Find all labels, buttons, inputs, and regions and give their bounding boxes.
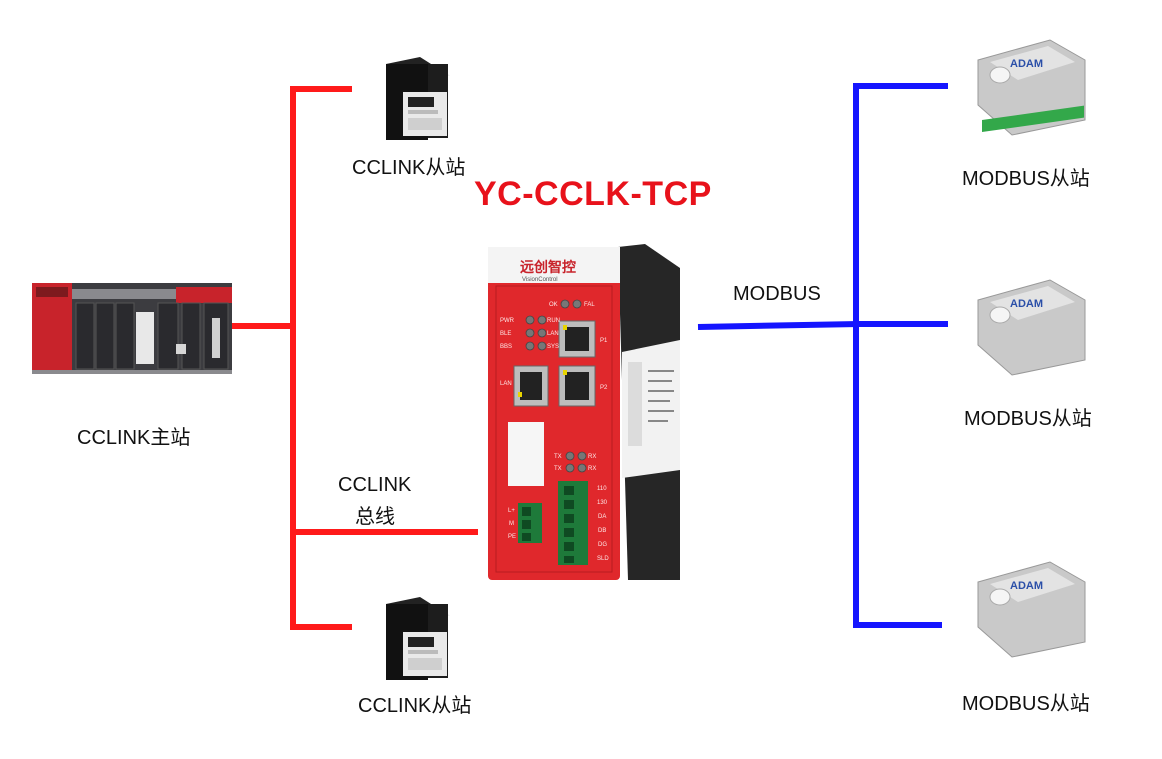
txrx-label-rx2: RX <box>588 466 596 472</box>
terminal-label-sld: SLD <box>597 556 609 562</box>
modbus-bus-label: MODBUS <box>733 283 821 306</box>
master-label: CCLINK主站 <box>77 421 190 450</box>
plc-master-image <box>32 283 232 374</box>
diagram-title: YC-CCLK-TCP <box>474 175 712 214</box>
terminal-label-130: 130 <box>597 500 608 506</box>
adam-logo-2: ADAM <box>1010 298 1043 310</box>
terminal-label-dg: DG <box>598 542 607 548</box>
txrx-label-tx1: TX <box>554 454 562 460</box>
txrx-label-tx2: TX <box>554 466 562 472</box>
power-label-lplus: L+ <box>508 508 515 514</box>
modbus-slave-label-2: MODBUS从站 <box>964 402 1092 431</box>
modbus-slave-label-1: MODBUS从站 <box>962 162 1090 191</box>
led-label-bbs: BBS <box>500 344 512 350</box>
adam-module-1: ADAM <box>978 40 1085 135</box>
port-label-p1: P1 <box>600 338 608 344</box>
power-label-m: M <box>509 521 514 527</box>
port-label-p2: P2 <box>600 385 608 391</box>
led-label-run: RUN <box>547 318 560 324</box>
cclink-bus-label-line2: 总线 <box>355 500 395 529</box>
led-label-pwr: PWR <box>500 318 515 324</box>
cclink-slave-bottom-label: CCLINK从站 <box>358 689 471 718</box>
modbus-slave-label-3: MODBUS从站 <box>962 687 1090 716</box>
gateway-device <box>488 244 680 580</box>
led-label-fal: FAL <box>584 302 595 308</box>
led-label-sys: SYS <box>547 344 559 350</box>
adam-module-2: ADAM <box>978 280 1085 375</box>
txrx-label-rx1: RX <box>588 454 596 460</box>
power-label-pe: PE <box>508 534 516 540</box>
led-label-ble: BLE <box>500 331 511 337</box>
cclink-slave-top-image <box>386 57 450 140</box>
cclink-slave-bottom-image <box>386 597 450 680</box>
gateway-brand: 远创智控 <box>520 259 576 275</box>
terminal-label-110: 110 <box>597 486 607 492</box>
adam-logo-1: ADAM <box>1010 58 1043 70</box>
terminal-label-db: DB <box>598 528 606 534</box>
led-label-lan: LAN <box>547 331 559 337</box>
cclink-slave-top-label: CCLINK从站 <box>352 151 465 180</box>
cclink-bus-label-line1: CCLINK <box>338 474 411 497</box>
adam-logo-3: ADAM <box>1010 580 1043 592</box>
adam-module-3: ADAM <box>978 562 1085 657</box>
modbus-bus-lines <box>698 83 948 628</box>
terminal-label-da: DA <box>598 514 606 520</box>
gateway-brand-en: VisionControl <box>522 277 558 283</box>
port-label-lan: LAN <box>500 381 512 387</box>
led-label-ok: OK <box>549 302 558 308</box>
